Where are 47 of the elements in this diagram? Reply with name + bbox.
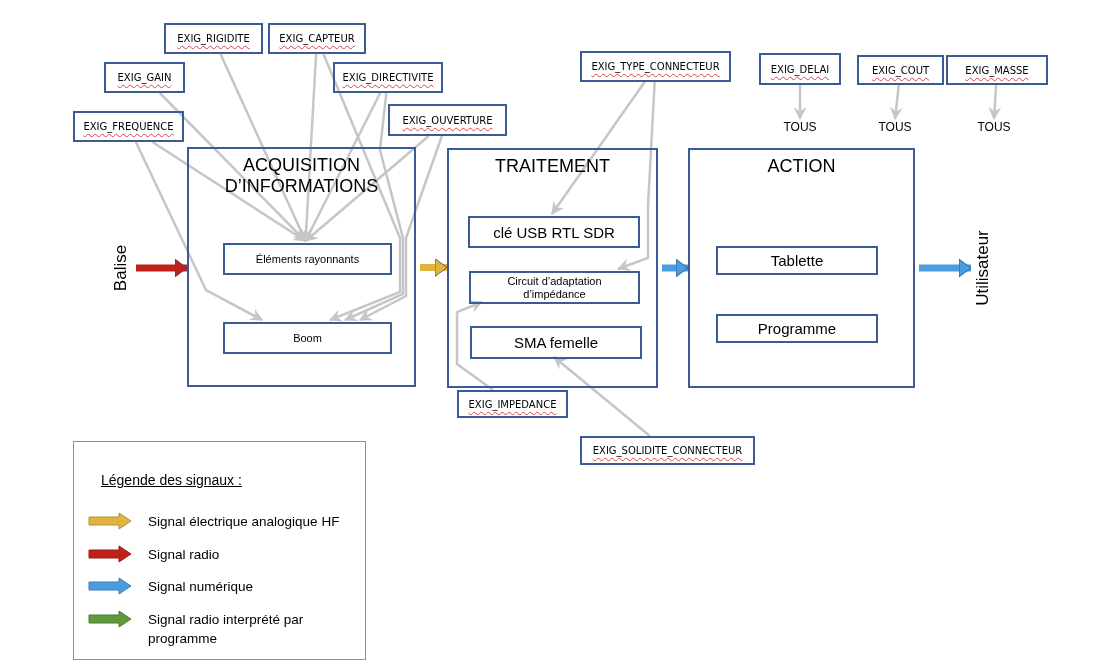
requirement-box: EXIG_GAIN	[104, 62, 185, 93]
requirement-box: EXIG_FREQUENCE	[73, 111, 184, 142]
block-box	[447, 148, 658, 388]
legend-text: Signal radio interprété par programme	[148, 611, 305, 648]
requirement-box: EXIG_OUVERTURE	[388, 104, 507, 136]
legend-text: Signal radio	[148, 546, 221, 564]
arrow	[793, 85, 807, 121]
arrow	[134, 141, 263, 322]
endpoint-label: Utilisateur	[973, 230, 993, 306]
legend-text: Signal numérique	[148, 578, 255, 596]
target-label: TOUS	[873, 119, 917, 135]
legend-text: Signal électrique analogique HF	[148, 513, 341, 531]
requirement-box: EXIG_RIGIDITE	[164, 23, 263, 54]
block-heading: ACTION	[766, 156, 837, 177]
block-heading: ACQUISITION D’INFORMATIONS	[223, 155, 380, 197]
requirement-box: EXIG_DELAI	[759, 53, 841, 85]
legend-title: Légende des signaux :	[101, 472, 242, 488]
arrow	[617, 81, 656, 271]
arrow	[344, 92, 405, 322]
arrow	[553, 356, 651, 437]
block-heading: TRAITEMENT	[494, 156, 611, 177]
requirement-box: EXIG_COUT	[857, 55, 944, 85]
block-box	[187, 147, 416, 387]
arrow	[889, 84, 903, 121]
requirement-box: EXIG_MASSE	[946, 55, 1048, 85]
component-box: Boom	[223, 322, 392, 354]
arrow	[988, 84, 1002, 121]
requirement-box: EXIG_CAPTEUR	[268, 23, 366, 54]
component-box: clé USB RTL SDR	[468, 216, 640, 248]
requirement-box: EXIG_SOLIDITE_CONNECTEUR	[580, 436, 755, 465]
component-box: Programme	[716, 314, 878, 343]
arrow	[322, 53, 402, 322]
component-box: Tablette	[716, 246, 878, 275]
block-box	[688, 148, 915, 388]
component-box: SMA femelle	[470, 326, 642, 359]
requirement-box: EXIG_DIRECTIVITE	[333, 62, 443, 93]
target-label: TOUS	[972, 119, 1016, 135]
arrow	[358, 135, 444, 322]
requirement-box: EXIG_IMPEDANCE	[457, 390, 568, 418]
arrow	[455, 300, 494, 391]
target-label: TOUS	[778, 119, 822, 135]
arrow	[304, 135, 430, 242]
component-box: Circuit d’adaptation d’impédance	[469, 271, 640, 304]
requirement-box: EXIG_TYPE_CONNECTEUR	[580, 51, 731, 82]
arrow	[550, 81, 646, 215]
endpoint-label: Balise	[111, 244, 131, 292]
component-box: Éléments rayonnants	[223, 243, 392, 275]
